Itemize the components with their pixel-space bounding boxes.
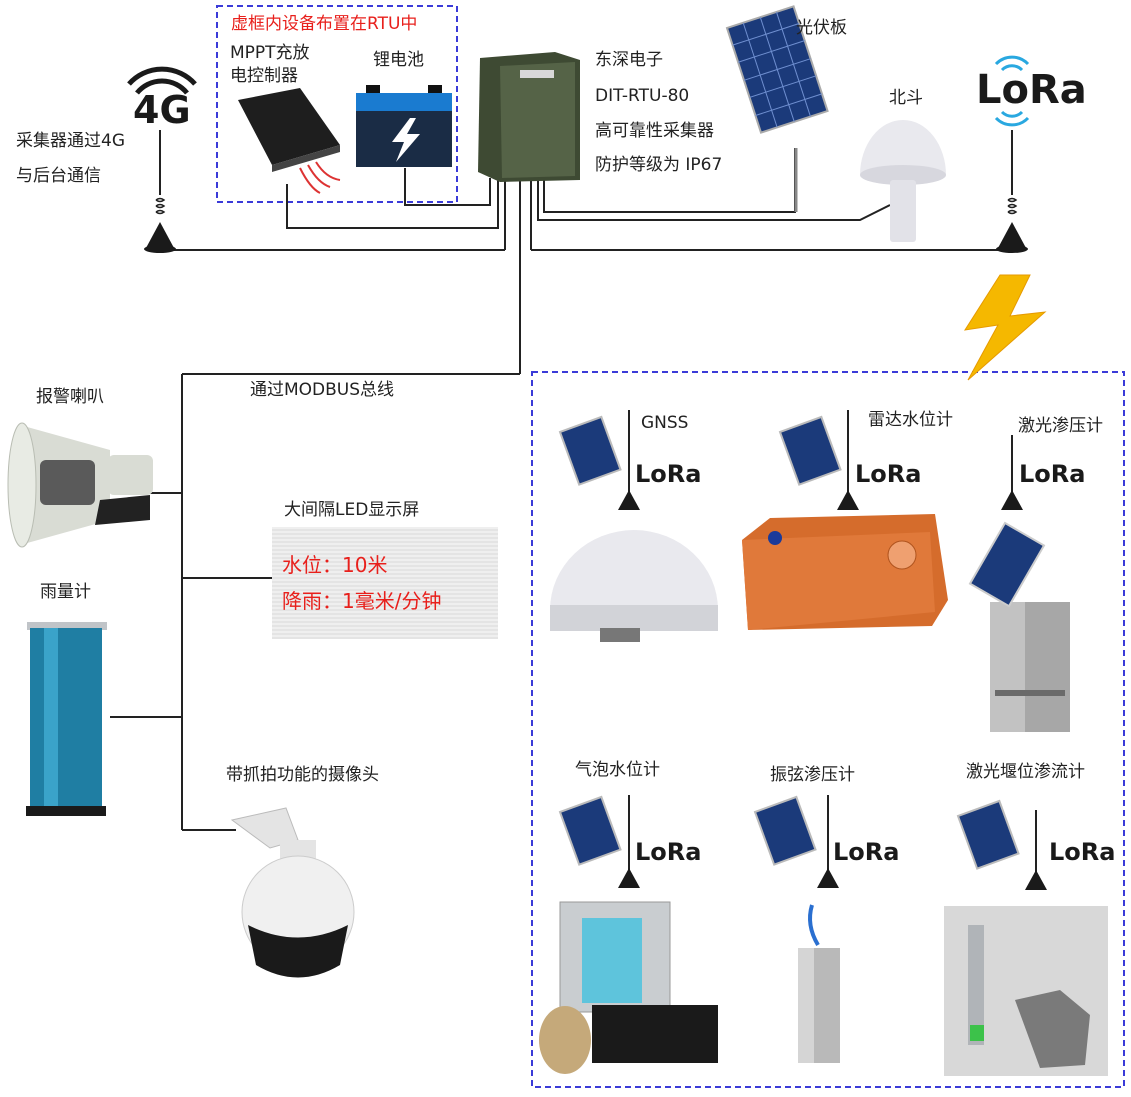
laser-weir-meter-icon bbox=[944, 906, 1108, 1076]
rtu-box-note: 虚框内设备布置在RTU中 bbox=[231, 14, 418, 34]
4g-logo: 4G bbox=[133, 88, 191, 132]
laser-piezometer-icon bbox=[968, 521, 1070, 732]
rain-gauge-label: 雨量计 bbox=[40, 582, 91, 602]
mppt-controller-icon bbox=[238, 88, 341, 194]
rtu-model: DIT-RTU-80 bbox=[595, 86, 690, 106]
sensor-antenna-icon bbox=[628, 410, 1037, 880]
lora-antenna-icon bbox=[996, 130, 1028, 253]
rtu-vendor: 东深电子 bbox=[595, 50, 663, 70]
rtu-description: 高可靠性采集器 bbox=[595, 121, 714, 141]
lightning-bolt-icon bbox=[963, 274, 1047, 381]
rtu-internal-frame bbox=[216, 5, 458, 203]
sensor-name-laser-weir: 激光堰位渗流计 bbox=[966, 762, 1085, 782]
solar-panel-icon bbox=[725, 5, 829, 134]
led-display-label: 大间隔LED显示屏 bbox=[284, 500, 420, 520]
bubble-level-icon bbox=[539, 901, 718, 1074]
battery-icon bbox=[356, 85, 452, 167]
rtu-enclosure-icon bbox=[478, 52, 580, 182]
vibrating-wire-piezometer-icon bbox=[798, 904, 840, 1063]
signal-arcs-icon bbox=[127, 66, 197, 95]
lora-logo: LoRa bbox=[976, 67, 1087, 113]
led-display-screen: 水位：10米 降雨：1毫米/分钟 bbox=[272, 527, 498, 639]
4g-antenna-icon bbox=[144, 130, 176, 253]
sensor-lora-vibrating-wire: LoRa bbox=[833, 838, 900, 866]
led-rainfall: 降雨：1毫米/分钟 bbox=[282, 589, 442, 613]
solar-panel-label: 光伏板 bbox=[796, 18, 847, 38]
sensor-name-vibrating-wire: 振弦渗压计 bbox=[770, 765, 855, 785]
alarm-horn-icon bbox=[7, 422, 153, 548]
sensor-name-radar: 雷达水位计 bbox=[868, 410, 953, 430]
sensor-lora-bubble: LoRa bbox=[635, 838, 702, 866]
led-water-level: 水位：10米 bbox=[282, 553, 388, 577]
sensor-name-gnss: GNSS bbox=[641, 413, 689, 433]
sensor-name-bubble: 气泡水位计 bbox=[575, 760, 660, 780]
beidou-antenna-icon bbox=[860, 120, 946, 242]
rain-gauge-icon bbox=[26, 622, 107, 816]
camera-label: 带抓拍功能的摄像头 bbox=[226, 765, 379, 785]
sensor-lora-radar: LoRa bbox=[855, 460, 922, 488]
sensor-frame bbox=[531, 371, 1125, 1088]
alarm-horn-label: 报警喇叭 bbox=[36, 387, 104, 407]
camera-icon bbox=[230, 807, 355, 978]
sensor-solar-panel-icon bbox=[558, 415, 1020, 870]
radar-level-icon bbox=[742, 514, 948, 630]
sensor-lora-laser-piezometer: LoRa bbox=[1019, 460, 1086, 488]
modbus-bus-label: 通过MODBUS总线 bbox=[250, 380, 395, 400]
sensor-name-laser-piezometer: 激光渗压计 bbox=[1018, 416, 1103, 436]
4g-comm-text-1: 采集器通过4G bbox=[16, 131, 125, 151]
sensor-lora-gnss: LoRa bbox=[635, 460, 702, 488]
rtu-ip-rating: 防护等级为 IP67 bbox=[595, 155, 723, 175]
battery-label: 锂电池 bbox=[373, 50, 424, 70]
sensor-lora-laser-weir: LoRa bbox=[1049, 838, 1116, 866]
lora-wifi-arcs-icon bbox=[994, 55, 1030, 127]
beidou-label: 北斗 bbox=[889, 88, 923, 108]
mppt-controller-label: MPPT充放 电控制器 bbox=[230, 43, 310, 86]
4g-comm-text-2: 与后台通信 bbox=[16, 166, 101, 186]
gnss-receiver-icon bbox=[550, 530, 718, 642]
